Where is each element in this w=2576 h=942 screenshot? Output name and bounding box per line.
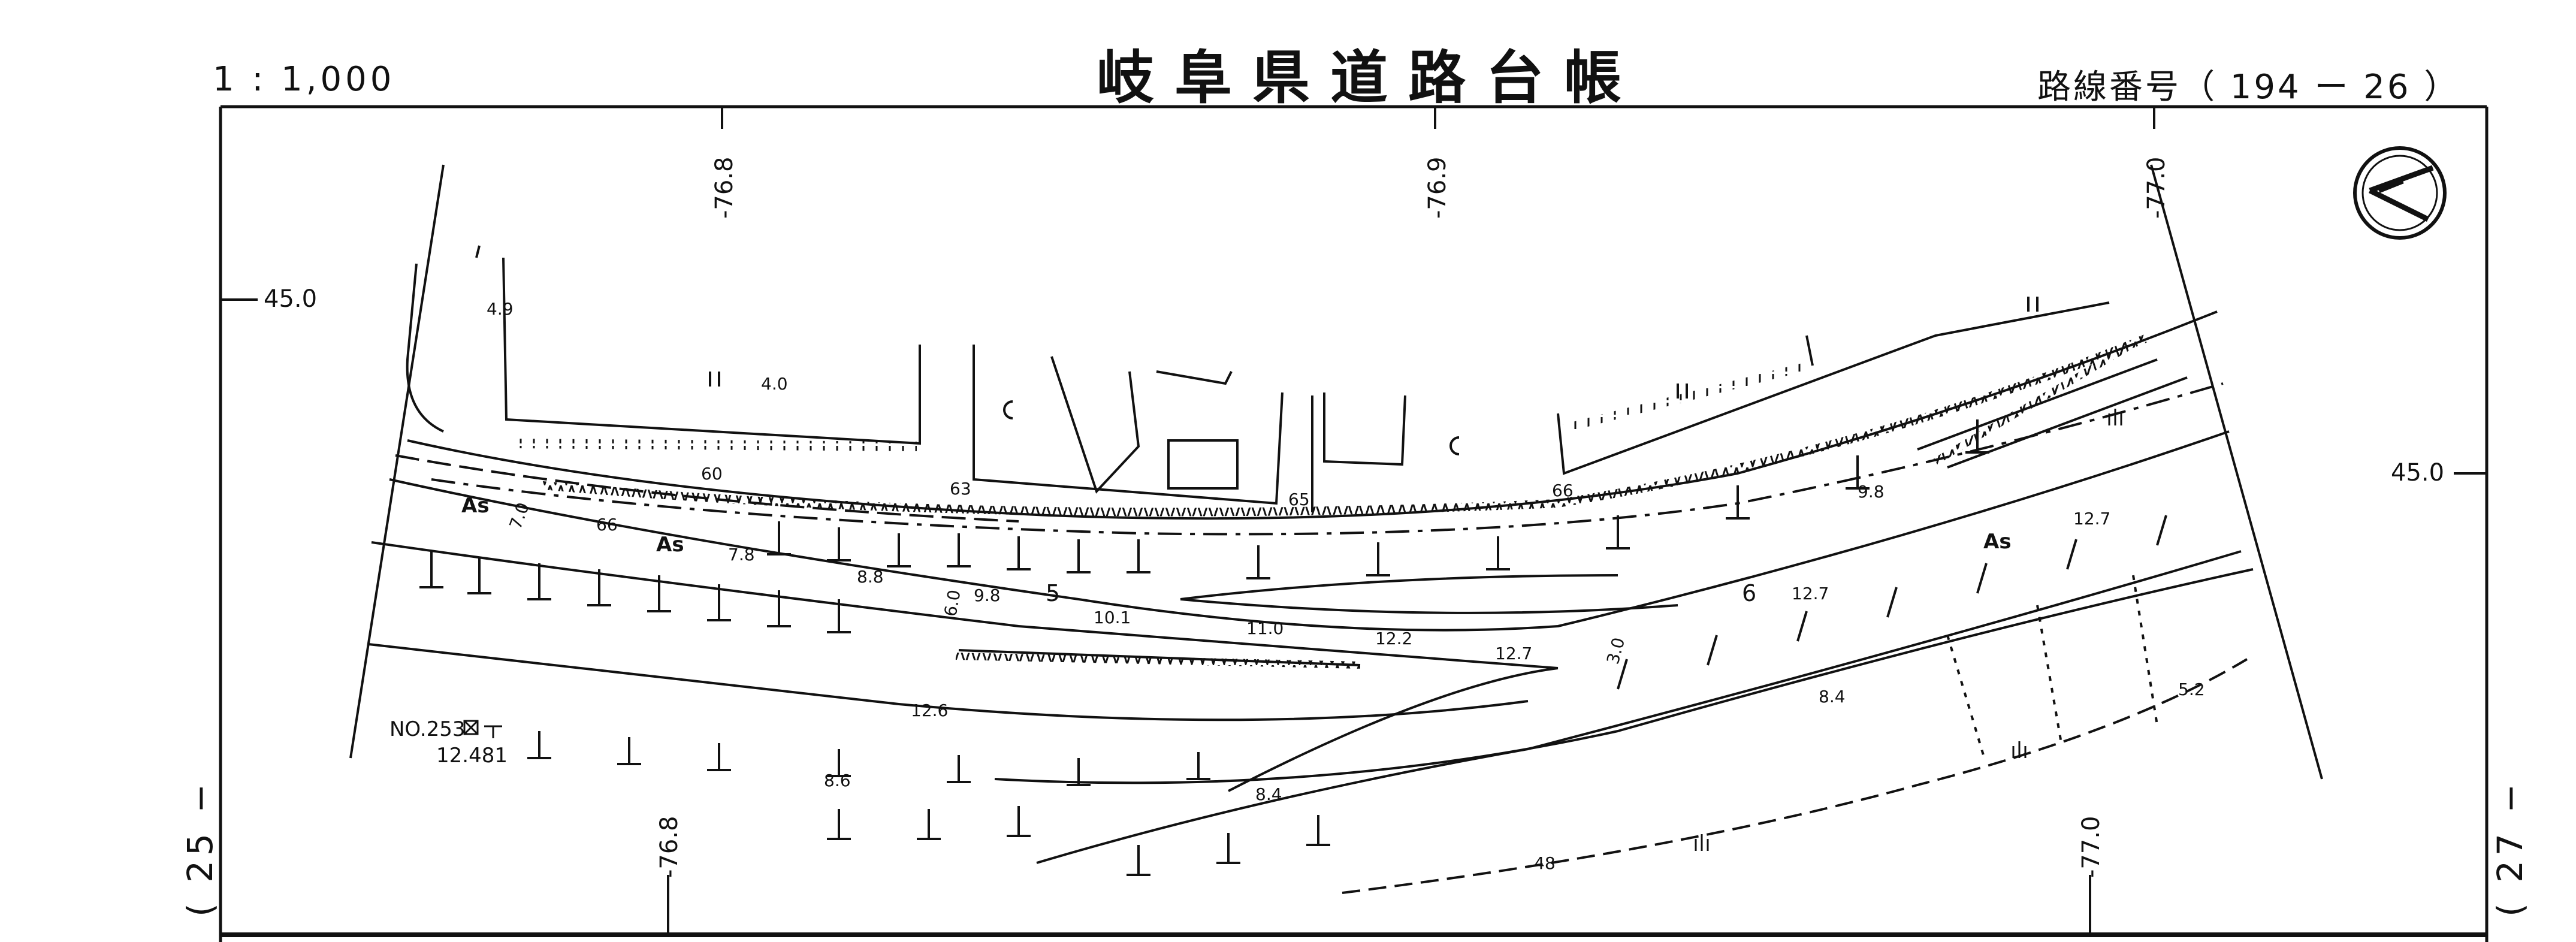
spot-elevation: 12.2: [1375, 629, 1412, 648]
grid-label-x-bottom-1: -76.8: [656, 816, 683, 878]
scale-label: 1 : 1,000: [213, 60, 395, 99]
spot-elevation: 9.8: [1858, 482, 1885, 502]
north-arrow-icon: [2353, 146, 2447, 240]
grid-label-x-top-2: -76.9: [1424, 157, 1451, 219]
map-frame: [219, 105, 2489, 942]
spot-elevation: 65: [1288, 490, 1310, 509]
pavement-label: As: [461, 494, 490, 518]
spot-elevation: 8.4: [1255, 784, 1282, 804]
spot-elevation: 12.7: [1792, 584, 1829, 603]
station-label: 5: [1046, 580, 1060, 606]
spot-elevation: 12.6: [911, 701, 948, 720]
spot-elevation: 9.8: [974, 585, 1001, 605]
station-label: 6: [1742, 580, 1756, 606]
spot-elevation: 12.7: [1495, 644, 1532, 663]
spot-elevation: 63: [950, 479, 971, 499]
spot-elevation: 66: [596, 515, 618, 535]
grid-label-y-left: 45.0: [264, 285, 317, 313]
spot-elevation: 48: [1534, 853, 1556, 873]
lane-width-label: 6.0: [940, 588, 964, 618]
pavement-label: As: [656, 533, 684, 557]
spot-elevation: 10.1: [1094, 608, 1131, 627]
spot-elevation: 60: [701, 464, 723, 484]
spot-elevation: 66: [1552, 481, 1574, 500]
grid-label-x-bottom-2: -77.0: [2077, 816, 2105, 878]
spot-elevation: 5.2: [2178, 680, 2205, 699]
grid-label-y-right: 45.0: [2391, 459, 2444, 487]
grid-label-x-top-1: -76.8: [711, 157, 738, 219]
benchmark-icon: [463, 720, 502, 738]
grass-icon: [1695, 409, 2122, 851]
field-icon: [1003, 400, 1460, 455]
spot-elevation: 8.8: [857, 567, 884, 587]
spot-elevation: 7.8: [728, 545, 755, 564]
pavement-label: As: [1983, 530, 2012, 554]
embankment-hatching: [512, 334, 2147, 669]
spot-elevation: 8.6: [824, 771, 851, 790]
spot-elevation: 4.0: [761, 374, 788, 394]
spot-elevation: 8.4: [1819, 687, 1846, 707]
map-title: 岐阜県道路台帳: [1097, 44, 1642, 111]
spot-elevation: 11.0: [1246, 618, 1284, 638]
slope-symbols: [419, 419, 2167, 876]
route-number-label: 路線番号（ 194 ー 26 ）: [2037, 68, 2460, 107]
spot-elevation: 12.7: [2073, 509, 2110, 529]
spot-elevations: 4.9 4.0 60 63 65 66 66 7.8 8.8 9.8 10.1 …: [487, 299, 2205, 873]
road-linework: [349, 164, 2323, 894]
grid-ticks: [221, 107, 2487, 935]
benchmark-label: NO.253: [389, 717, 466, 741]
cemetery-icon: [709, 297, 2039, 398]
benchmark-elevation: 12.481: [436, 744, 508, 768]
spot-elevation: 4.9: [487, 299, 514, 319]
